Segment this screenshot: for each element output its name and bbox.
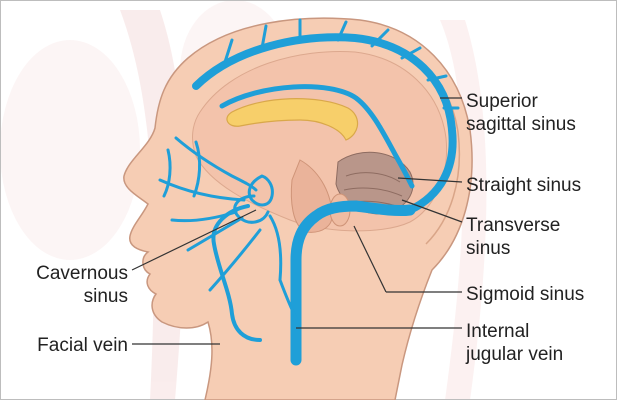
label-facial-vein: Facial vein (18, 334, 128, 357)
label-line-1: Straight sinus (466, 174, 581, 197)
label-line-1: Sigmoid sinus (466, 283, 584, 306)
label-line-1: Superior (466, 90, 576, 113)
label-line-1: Facial vein (18, 334, 128, 357)
label-line-2: sinus (20, 285, 128, 308)
label-line-1: Internal (466, 320, 563, 343)
label-line-1: Transverse (466, 214, 560, 237)
label-line-2: jugular vein (466, 343, 563, 366)
label-straight-sinus: Straight sinus (466, 174, 581, 197)
label-cavernous-sinus: Cavernous sinus (20, 262, 128, 308)
label-line-2: sagittal sinus (466, 113, 576, 136)
label-transverse-sinus: Transverse sinus (466, 214, 560, 260)
label-internal-jugular-vein: Internal jugular vein (466, 320, 563, 366)
label-line-2: sinus (466, 237, 560, 260)
label-line-1: Cavernous (20, 262, 128, 285)
label-superior-sagittal-sinus: Superior sagittal sinus (466, 90, 576, 136)
label-sigmoid-sinus: Sigmoid sinus (466, 283, 584, 306)
